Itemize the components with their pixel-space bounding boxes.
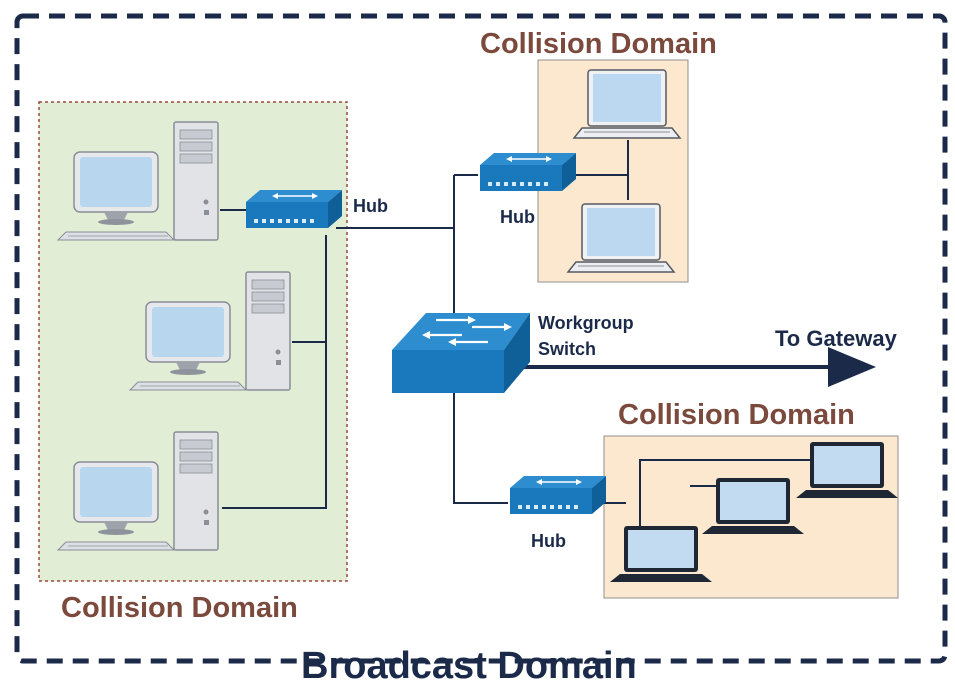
- broadcast-domain-label: Broadcast Domain: [301, 645, 637, 687]
- broadcast-domain-border: [14, 13, 948, 664]
- collision-domain-bottom-label: Collision Domain: [618, 399, 855, 431]
- switch-label-line1: Workgroup: [538, 313, 634, 333]
- hub-top-label: Hub: [500, 207, 535, 227]
- workgroup-switch-icon: [392, 313, 530, 393]
- gateway-label: To Gateway: [775, 326, 898, 351]
- laptop-top-2: [567, 203, 675, 273]
- collision-domain-top-label: Collision Domain: [480, 28, 717, 60]
- hub-top-icon: [479, 152, 577, 192]
- hub-left-label: Hub: [353, 196, 388, 216]
- hub-bottom-icon: [509, 475, 607, 515]
- laptop-top-1: [573, 69, 681, 139]
- switch-label-line2: Switch: [538, 339, 596, 359]
- hub-left-icon: [245, 189, 343, 229]
- hub-bottom-label: Hub: [531, 531, 566, 551]
- collision-domain-left-label: Collision Domain: [61, 592, 298, 624]
